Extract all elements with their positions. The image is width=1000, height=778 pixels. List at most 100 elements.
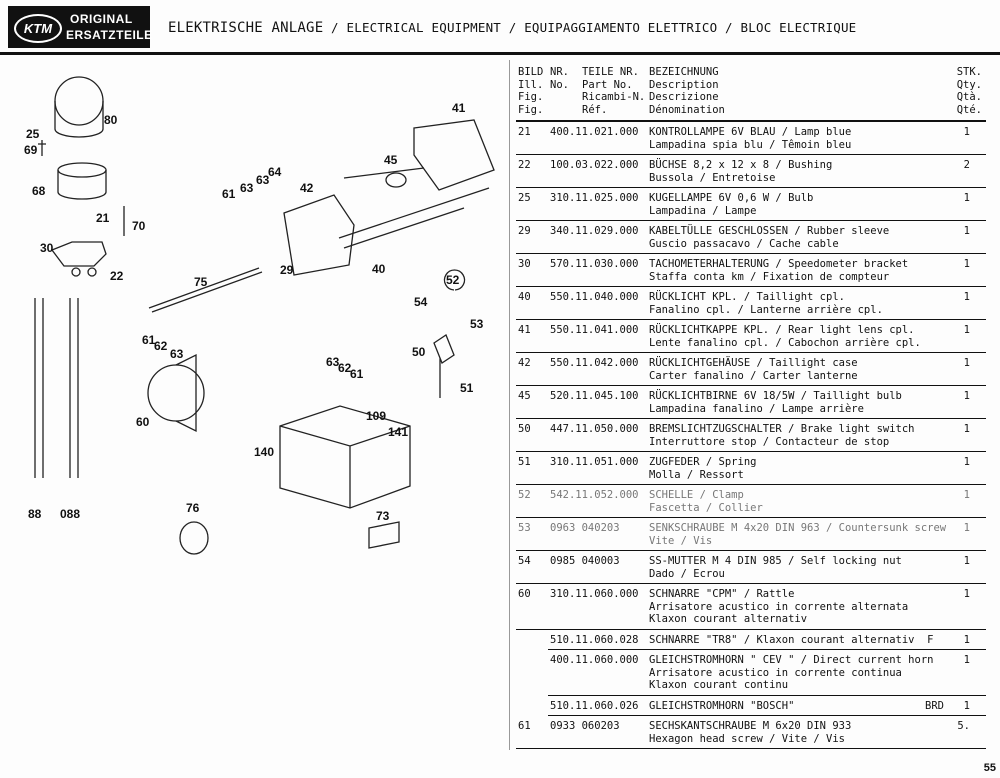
row-quantity: 1 (963, 555, 970, 567)
callout-63d: 63 (326, 355, 340, 369)
row-description: RÜCKLICHT KPL. / Taillight cpl. Fanalino… (649, 291, 883, 316)
callout-109: 109 (366, 409, 386, 423)
callout-63c: 63 (170, 347, 184, 361)
callout-54: 54 (414, 295, 428, 309)
callout-29: 29 (280, 263, 294, 277)
callout-42: 42 (300, 181, 314, 195)
column-divider (509, 60, 510, 750)
row-fig: 50 (518, 423, 531, 435)
row-quantity: 1 (963, 390, 970, 402)
page-title: ELEKTRISCHE ANLAGE / ELECTRICAL EQUIPMEN… (168, 20, 856, 36)
row-part-number: 550.11.041.000 (550, 324, 639, 336)
row-quantity: 1 (963, 126, 970, 138)
header-rule (0, 52, 1000, 55)
table-row: 510.11.060.026 GLEICHSTROMHORN "BOSCH" BRD… (548, 696, 986, 716)
row-part-number: 0985 040003 (550, 555, 620, 567)
callout-45: 45 (384, 153, 398, 167)
row-quantity: 1 (963, 258, 970, 270)
header-description: BEZEICHNUNG Description Descrizione Déno… (649, 66, 725, 116)
callout-60: 60 (136, 415, 150, 429)
row-fig: 51 (518, 456, 531, 468)
callout-61b: 61 (142, 333, 156, 347)
callout-69: 69 (24, 143, 38, 157)
row-fig: 61 (518, 720, 531, 732)
page-header: KTM ORIGINAL ERSATZTEILE ELEKTRISCHE ANL… (0, 0, 1000, 52)
callout-51: 51 (460, 381, 474, 395)
title-translations: / ELECTRICAL EQUIPMENT / EQUIPAGGIAMENTO… (323, 20, 857, 35)
row-quantity: 1 (963, 324, 970, 336)
callout-61c: 61 (350, 367, 364, 381)
diagram-svg: 80 25 69 68 21 70 30 22 61 63 64 63 42 4… (24, 76, 495, 555)
row-quantity: 1 (963, 699, 970, 712)
row-quantity: 1 (963, 456, 970, 468)
callout-21: 21 (96, 211, 110, 225)
row-quantity: 1 (963, 225, 970, 237)
row-part-number: 340.11.029.000 (550, 225, 639, 237)
callout-62b: 62 (154, 339, 168, 353)
row-description: KABELTÜLLE GESCHLOSSEN / Rubber sleeve G… (649, 225, 890, 250)
callout-25: 25 (26, 127, 40, 141)
header-nr: NR. No. (550, 66, 569, 91)
row-quantity: 1 (963, 522, 970, 534)
row-part-number: 542.11.052.000 (550, 489, 639, 501)
callout-30: 30 (40, 241, 54, 255)
row-description: RÜCKLICHTGEHÄUSE / Taillight case Carter… (649, 357, 858, 382)
callout-41: 41 (452, 101, 466, 115)
row-quantity: 1 (963, 357, 970, 369)
header-part-no: TEILE NR. Part No. Ricambi-N. Réf. (582, 66, 646, 116)
row-description: GLEICHSTROMHORN "BOSCH" (649, 699, 795, 712)
speedometer-drawing (54, 76, 104, 126)
parts-table-header: BILD Ill. Fig. Fig. NR. No. TEILE NR. Pa… (516, 66, 986, 122)
callout-53: 53 (470, 317, 484, 331)
row-part-number: 400.11.021.000 (550, 126, 639, 138)
row-fig: 42 (518, 357, 531, 369)
row-part-number: 447.11.050.000 (550, 423, 639, 435)
row-description: ZUGFEDER / Spring Molla / Ressort (649, 456, 757, 481)
logo-line-1: ORIGINAL (70, 12, 133, 26)
callout-088: 088 (60, 507, 80, 521)
row-fig: 40 (518, 291, 531, 303)
parts-table: BILD Ill. Fig. Fig. NR. No. TEILE NR. Pa… (516, 66, 986, 749)
row-part-number: 510.11.060.028 (550, 633, 639, 646)
row-part-number: 100.03.022.000 (550, 159, 639, 171)
page-number: 55 (983, 762, 996, 774)
callout-63a: 63 (240, 181, 254, 195)
row-description: SENKSCHRAUBE M 4x20 DIN 963 / Countersun… (649, 522, 947, 547)
row-description: KUGELLAMPE 6V 0,6 W / Bulb Lampadina / L… (649, 192, 814, 217)
row-quantity: 1 (963, 192, 970, 204)
row-quantity: 2 (963, 159, 970, 171)
row-fig: 21 (518, 126, 531, 138)
row-part-number: 550.11.040.000 (550, 291, 639, 303)
row-fig: 30 (518, 258, 531, 270)
table-row: 51 310.11.051.000 ZUGFEDER / Spring Molla … (516, 452, 986, 485)
callout-76: 76 (186, 501, 200, 515)
row-country-code: BRD (925, 699, 944, 712)
callout-40: 40 (372, 262, 386, 276)
row-part-number: 570.11.030.000 (550, 258, 639, 270)
callout-68: 68 (32, 184, 46, 198)
row-fig: 52 (518, 489, 531, 501)
exploded-parts-diagram: 80 25 69 68 21 70 30 22 61 63 64 63 42 4… (4, 58, 504, 758)
row-part-number: 400.11.060.000 (550, 654, 639, 666)
row-part-number: 310.11.051.000 (550, 456, 639, 468)
row-quantity: 5. (957, 720, 970, 732)
diagram-callouts: 80 25 69 68 21 70 30 22 61 63 64 63 42 4… (24, 101, 484, 523)
callout-75: 75 (194, 275, 208, 289)
row-description: RÜCKLICHTKAPPE KPL. / Rear light lens cp… (649, 324, 921, 349)
header-fig: BILD Ill. Fig. Fig. (518, 66, 544, 116)
row-description: SCHNARRE "CPM" / Rattle Arrisatore acust… (649, 588, 909, 625)
callout-64: 64 (268, 165, 282, 179)
row-part-number: 510.11.060.026 (550, 699, 639, 712)
callout-52: 52 (446, 273, 460, 287)
